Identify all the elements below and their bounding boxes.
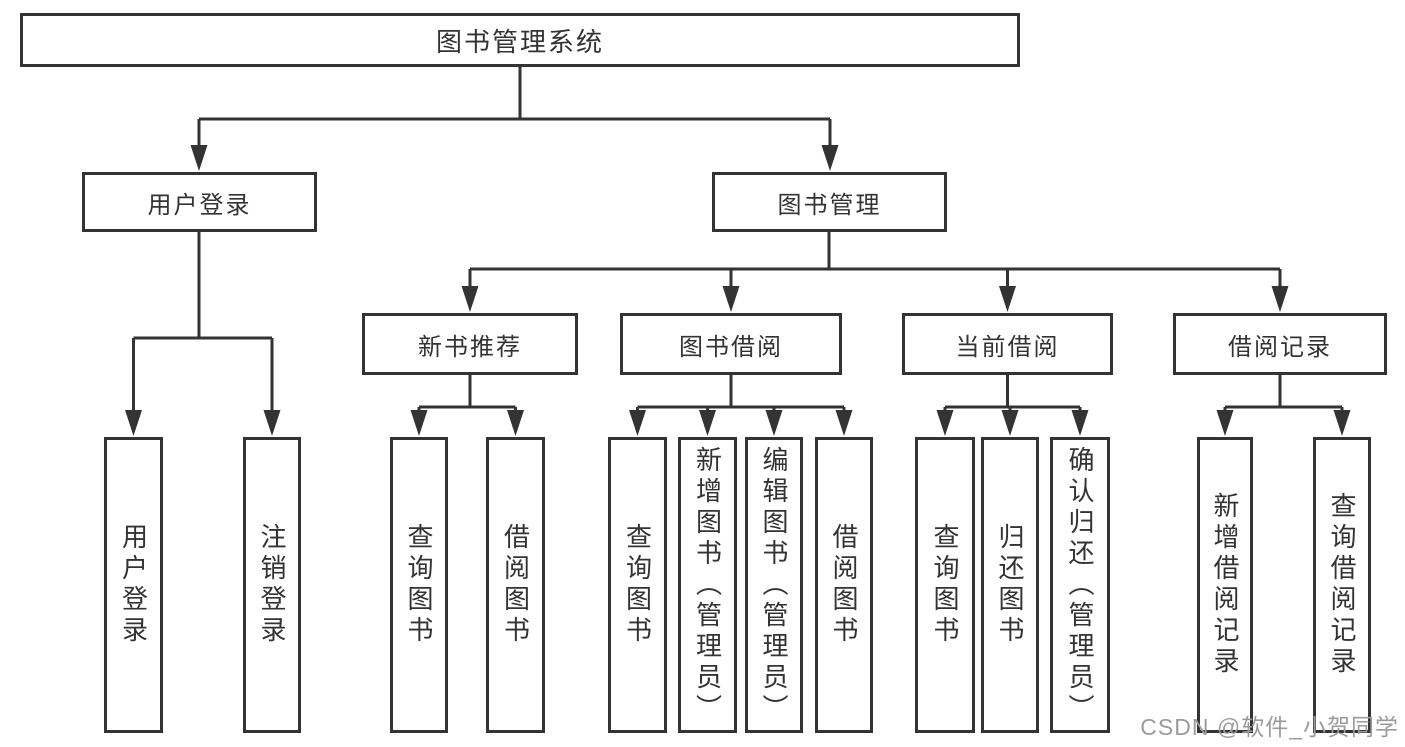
leaf-borrow-books-2-label: 借阅图书	[829, 523, 859, 647]
node-current-borrowing: 当前借阅	[902, 313, 1113, 375]
node-borrowing-records: 借阅记录	[1173, 313, 1387, 375]
leaf-add-book-admin: 新增图书（管理员）	[678, 437, 737, 733]
node-book-borrowing: 图书借阅	[620, 313, 842, 375]
node-new-book-recommend-label: 新书推荐	[418, 333, 522, 361]
leaf-borrow-books-2: 借阅图书	[815, 437, 873, 733]
leaf-query-books-3: 查询图书	[915, 437, 975, 733]
leaf-return-book-label: 归还图书	[995, 523, 1025, 647]
node-user-login: 用户登录	[82, 172, 317, 232]
node-user-login-label: 用户登录	[147, 191, 252, 219]
node-borrowing-records-label: 借阅记录	[1228, 333, 1332, 361]
leaf-user-login: 用户登录	[104, 437, 163, 733]
leaf-query-books-1-label: 查询图书	[404, 523, 434, 647]
leaf-query-books-2: 查询图书	[608, 437, 667, 733]
node-book-borrowing-label: 图书借阅	[679, 333, 783, 361]
leaf-add-book-admin-label: 新增图书（管理员）	[692, 445, 723, 725]
node-book-management: 图书管理	[712, 172, 947, 232]
leaf-borrow-books-1-label: 借阅图书	[500, 523, 531, 647]
leaf-borrow-books-1: 借阅图书	[486, 437, 545, 733]
leaf-logout-label: 注销登录	[257, 523, 287, 647]
leaf-edit-book-admin: 编辑图书（管理员）	[745, 437, 803, 733]
leaf-edit-book-admin-label: 编辑图书（管理员）	[759, 445, 789, 725]
leaf-confirm-return-admin: 确认归还（管理员）	[1050, 437, 1110, 733]
leaf-add-borrow-record: 新增借阅记录	[1197, 437, 1253, 733]
leaf-query-borrow-record-label: 查询借阅记录	[1327, 492, 1357, 678]
node-book-management-label: 图书管理	[777, 191, 882, 219]
leaf-user-login-label: 用户登录	[118, 523, 149, 647]
node-root-label: 图书管理系统	[435, 26, 604, 57]
node-root: 图书管理系统	[20, 13, 1020, 67]
leaf-query-borrow-record: 查询借阅记录	[1313, 437, 1371, 733]
leaf-return-book: 归还图书	[981, 437, 1039, 733]
leaf-query-books-3-label: 查询图书	[930, 523, 960, 647]
leaf-query-books-1: 查询图书	[390, 437, 448, 733]
leaf-query-books-2-label: 查询图书	[622, 523, 653, 647]
leaf-confirm-return-admin-label: 确认归还（管理员）	[1065, 445, 1095, 725]
csdn-watermark: CSDN @软件_小贺同学	[1140, 714, 1399, 740]
leaf-add-borrow-record-label: 新增借阅记录	[1210, 492, 1240, 678]
node-current-borrowing-label: 当前借阅	[955, 333, 1060, 361]
node-new-book-recommend: 新书推荐	[362, 313, 578, 375]
leaf-logout: 注销登录	[243, 437, 301, 733]
